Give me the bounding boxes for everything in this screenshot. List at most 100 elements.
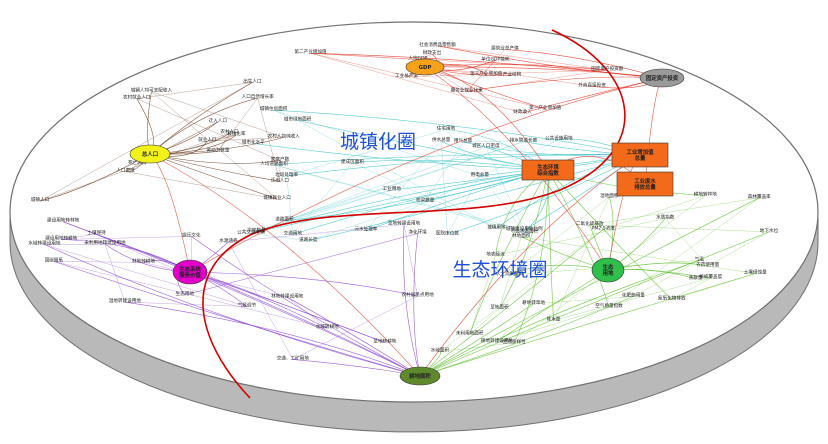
node-label: 水源涵养 [219,237,238,244]
node-label: 降水量 [547,316,561,323]
node-label: 化肥施用量 [622,291,645,298]
node-label: 气候调节 [238,302,257,309]
node-label: 氮氧化物排放 [658,295,686,302]
hub-label: 用地 [603,269,614,277]
node-label: 供水总量 [432,136,451,143]
node-label: 公共设施用地 [545,135,573,142]
hub-gdp: GDP [406,59,444,75]
node-label: 社会消费品零售额 [419,41,456,48]
region-title-ecological: 生态环境圈 [452,259,547,281]
node-label: 林地转建设用地 [271,292,304,299]
hub-cropland: 耕地面积 [400,367,440,385]
node-label: 道路长度 [299,236,318,243]
node-label: 交通用地 [284,230,303,237]
node-label: 城镇就业人口 [263,194,291,201]
node-label: 用气总量 [454,137,473,144]
node-label: 城镇人均可支配收入 [131,87,173,94]
node-label: 人口自然增长率 [242,93,275,100]
node-label: 工业用地 [383,185,402,192]
node-label: 排水管道长度 [510,137,538,144]
node-label: 住宅用地 [437,125,456,132]
node-label: 服务业就业比重 [451,86,484,93]
node-label: 财政支出 [423,49,442,56]
hub-label: 总人口 [142,150,158,158]
node-label: 第一产业增加值 [529,104,562,111]
node-label: 农村人均纯收入 [268,133,301,140]
hub-label: 服务价值 [179,271,201,279]
node-label: 娱乐文化 [182,231,201,238]
node-label: 二氧化硫排放 [576,220,604,227]
node-label: 地表径流 [486,251,505,258]
node-label: 未利用地转建设用地 [84,239,126,246]
hub-label: 生态 [603,263,614,271]
node-label: 耕地转草地 [522,299,545,306]
node-label: 土壤保持 [87,229,106,236]
hub-green-space: 生态用地 [592,258,624,282]
node-label: 林地转耕地 [132,257,155,264]
node-label: 学校数量 [247,227,266,234]
node-label: 单位GDP能耗 [481,55,510,62]
hub-label: 排放总量 [634,183,656,191]
node-label: 蒸散量 [689,274,703,281]
hub-label: 生态系统 [179,265,201,273]
node-label: 固定资产投资额 [591,65,624,72]
node-label: 农村就业人口 [123,94,151,101]
node-label: 农药使用量 [696,261,719,268]
node-label: 草地转建设用地 [388,220,421,227]
node-label: 劳动力数量 [207,146,230,153]
node-label: 建设用地转耕地 [45,235,78,242]
node-label: 未利用地面积 [456,330,484,337]
node-label: 产业结构 [503,71,522,78]
node-label: 湿地面积 [600,192,619,199]
node-label: 生态用地 [176,290,195,297]
hub-label: 生态环境 [537,163,559,171]
node-label: 就业人口 [198,136,217,143]
node-label: 城区人口密度 [472,142,500,149]
hub-label: 工业增加值 [627,148,655,156]
node-label: 耕地转林地 [694,191,717,198]
node-label: 道路面积 [275,216,294,223]
hub-label: 固定资产投资 [646,74,679,82]
node-label: 湿地转建设用地 [109,297,142,304]
node-label: 耕地转建设用地 [481,337,514,344]
region-title-urbanization: 城镇化圈 [340,131,416,153]
node-label: 第二产业增加值 [294,48,327,55]
node-label: 空气质量指数 [595,302,623,309]
node-label: 建筑业总产值 [491,45,519,52]
node-label: 迁入人口 [209,117,228,124]
node-label: 出生人口 [243,77,262,84]
node-label: 建成区面积 [341,158,364,165]
node-label: 污水处理率 [354,226,377,233]
node-label: 财政收入 [513,108,532,115]
node-label: 城镇人口 [31,196,50,203]
hub-label: GDP [419,65,432,71]
node-label: 林地面积 [512,232,531,239]
node-label: 城镇用地 [487,224,506,231]
node-label: 水质指数 [656,213,675,220]
node-label: 城镇住房面积 [260,105,288,112]
node-label: 人口密度 [116,167,135,174]
node-label: 建设用地转林地 [47,217,80,224]
node-label: 用电总量 [471,171,490,178]
hub-label: 综合指数 [537,169,559,177]
hub-label: 耕地面积 [409,372,431,380]
node-label: 草地转耕地 [373,338,396,345]
node-label: 城市绿地面积 [284,116,312,123]
node-label: 气温 [695,255,705,262]
node-label: 城镇化率 [227,130,246,137]
node-label: 交通、工矿用地 [277,354,310,361]
node-label: 人均道路面积 [260,160,288,167]
hub-label: 总量 [635,154,646,162]
node-label: 草地面积 [490,304,509,311]
node-label: 土壤侵蚀量 [744,269,767,276]
node-label: 水域转耕地 [316,323,339,330]
hub-label: 工业废水 [634,177,656,185]
node-label: 植被覆盖度 [699,273,722,280]
node-label: 第三产业增加值 [470,70,503,77]
node-label: 农村居民点用地 [402,291,435,298]
